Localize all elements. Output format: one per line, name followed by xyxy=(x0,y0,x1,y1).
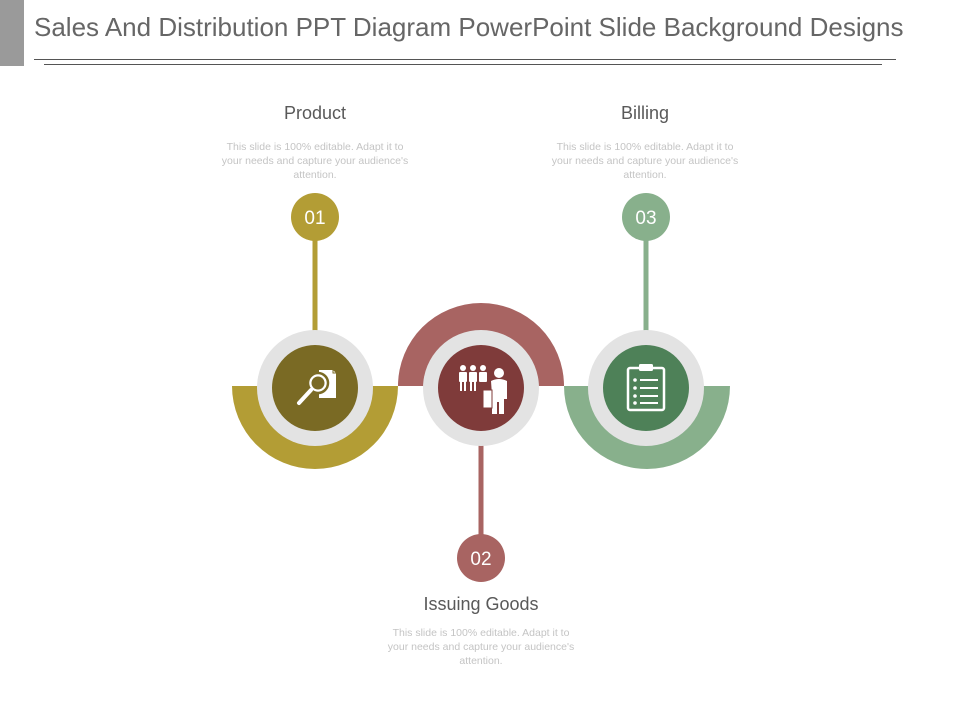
title-accent-bar xyxy=(0,0,24,66)
step-03-node: 03 xyxy=(564,193,730,469)
step-03-number: 03 xyxy=(635,208,656,229)
step-02-icon-disc xyxy=(438,345,524,431)
step-01-number: 01 xyxy=(304,208,325,229)
step-01-node: 01 xyxy=(232,193,398,469)
step-03-half-ring xyxy=(564,386,730,469)
title-underline-secondary xyxy=(44,64,882,65)
step-02-number-badge xyxy=(457,534,505,582)
step-02-node: 02 xyxy=(398,303,564,582)
title-underline xyxy=(34,59,896,60)
step-03-number-badge xyxy=(622,193,670,241)
step-01-description: This slide is 100% editable. Adapt it to… xyxy=(221,141,409,181)
step-03-description: This slide is 100% editable. Adapt it to… xyxy=(551,141,739,181)
team-presentation-icon xyxy=(459,365,507,414)
step-03-heading: Billing xyxy=(620,103,670,123)
step-02-heading: Issuing Goods xyxy=(423,594,539,614)
document-search-icon xyxy=(297,370,336,405)
step-02-half-ring xyxy=(398,303,564,386)
clipboard-checklist-icon xyxy=(626,364,666,412)
step-01-number-badge xyxy=(291,193,339,241)
step-02-number: 02 xyxy=(470,549,491,570)
slide-title: Sales And Distribution PPT Diagram Power… xyxy=(34,12,904,42)
step-01-half-ring xyxy=(232,386,398,469)
step-02-description: This slide is 100% editable. Adapt it to… xyxy=(387,627,575,667)
step-01-heading: Product xyxy=(283,103,347,123)
